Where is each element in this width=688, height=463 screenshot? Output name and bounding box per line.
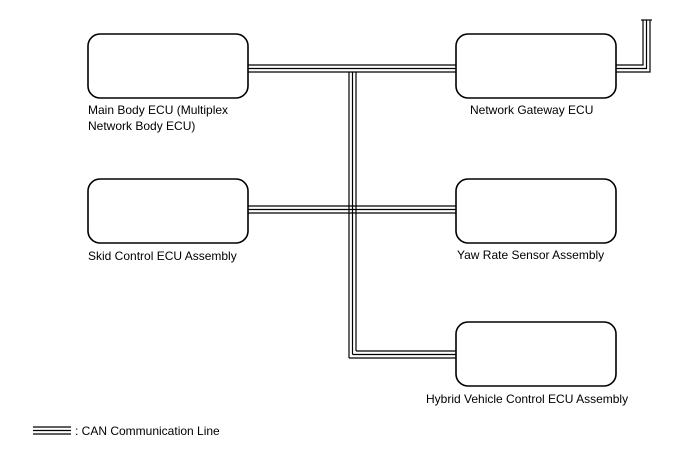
main-body-ecu-label: Main Body ECU (Multiplex Network Body EC… [88, 103, 229, 133]
legend-can-line-symbol [33, 426, 71, 435]
network-gateway-ecu-box [455, 33, 617, 99]
legend-text: : CAN Communication Line [75, 424, 220, 438]
yaw-rate-sensor-box [455, 178, 617, 244]
network-gateway-ecu-label: Network Gateway ECU [470, 103, 594, 117]
skid-control-ecu-box [87, 178, 249, 244]
main-body-ecu-box [87, 33, 249, 99]
yaw-rate-sensor-label: Yaw Rate Sensor Assembly [457, 248, 605, 262]
skid-control-ecu-label: Skid Control ECU Assembly [88, 249, 237, 263]
can-bus-lines [248, 19, 652, 359]
hybrid-vehicle-control-ecu-label: Hybrid Vehicle Control ECU Assembly [426, 392, 629, 406]
hybrid-vehicle-control-ecu-box [455, 321, 617, 387]
